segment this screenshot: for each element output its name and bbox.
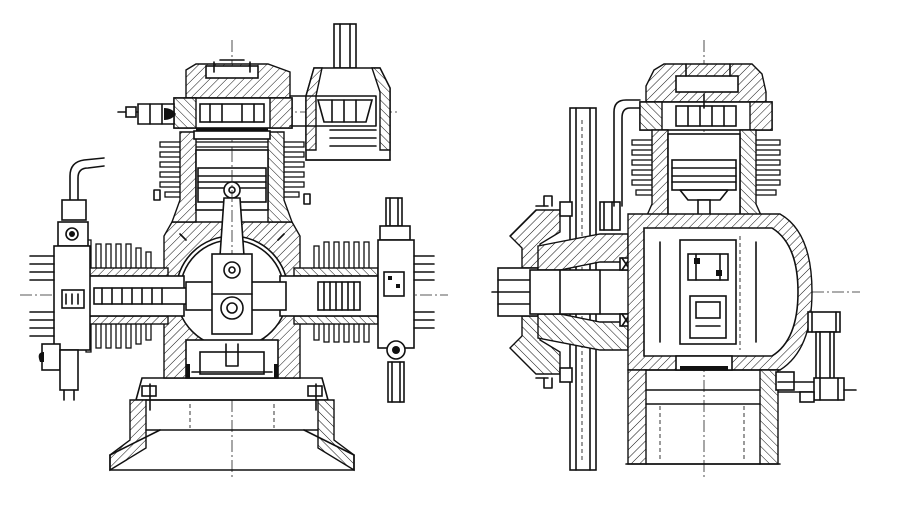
side-pipe-fitting [777, 311, 857, 403]
side-base [625, 369, 795, 465]
front-fasteners [149, 189, 317, 411]
front-right-valve-block [377, 197, 435, 403]
side-crankcase [627, 213, 813, 371]
side-cylinder-head [613, 63, 773, 207]
front-cylinder-head [117, 59, 293, 140]
front-section-view [20, 23, 448, 480]
side-section-view [491, 40, 860, 480]
front-top-cylinder [159, 131, 305, 300]
front-base [109, 377, 355, 472]
front-discharge-housing [289, 23, 391, 161]
front-left-valve-block [29, 157, 105, 401]
side-pulley-hub [491, 195, 573, 389]
